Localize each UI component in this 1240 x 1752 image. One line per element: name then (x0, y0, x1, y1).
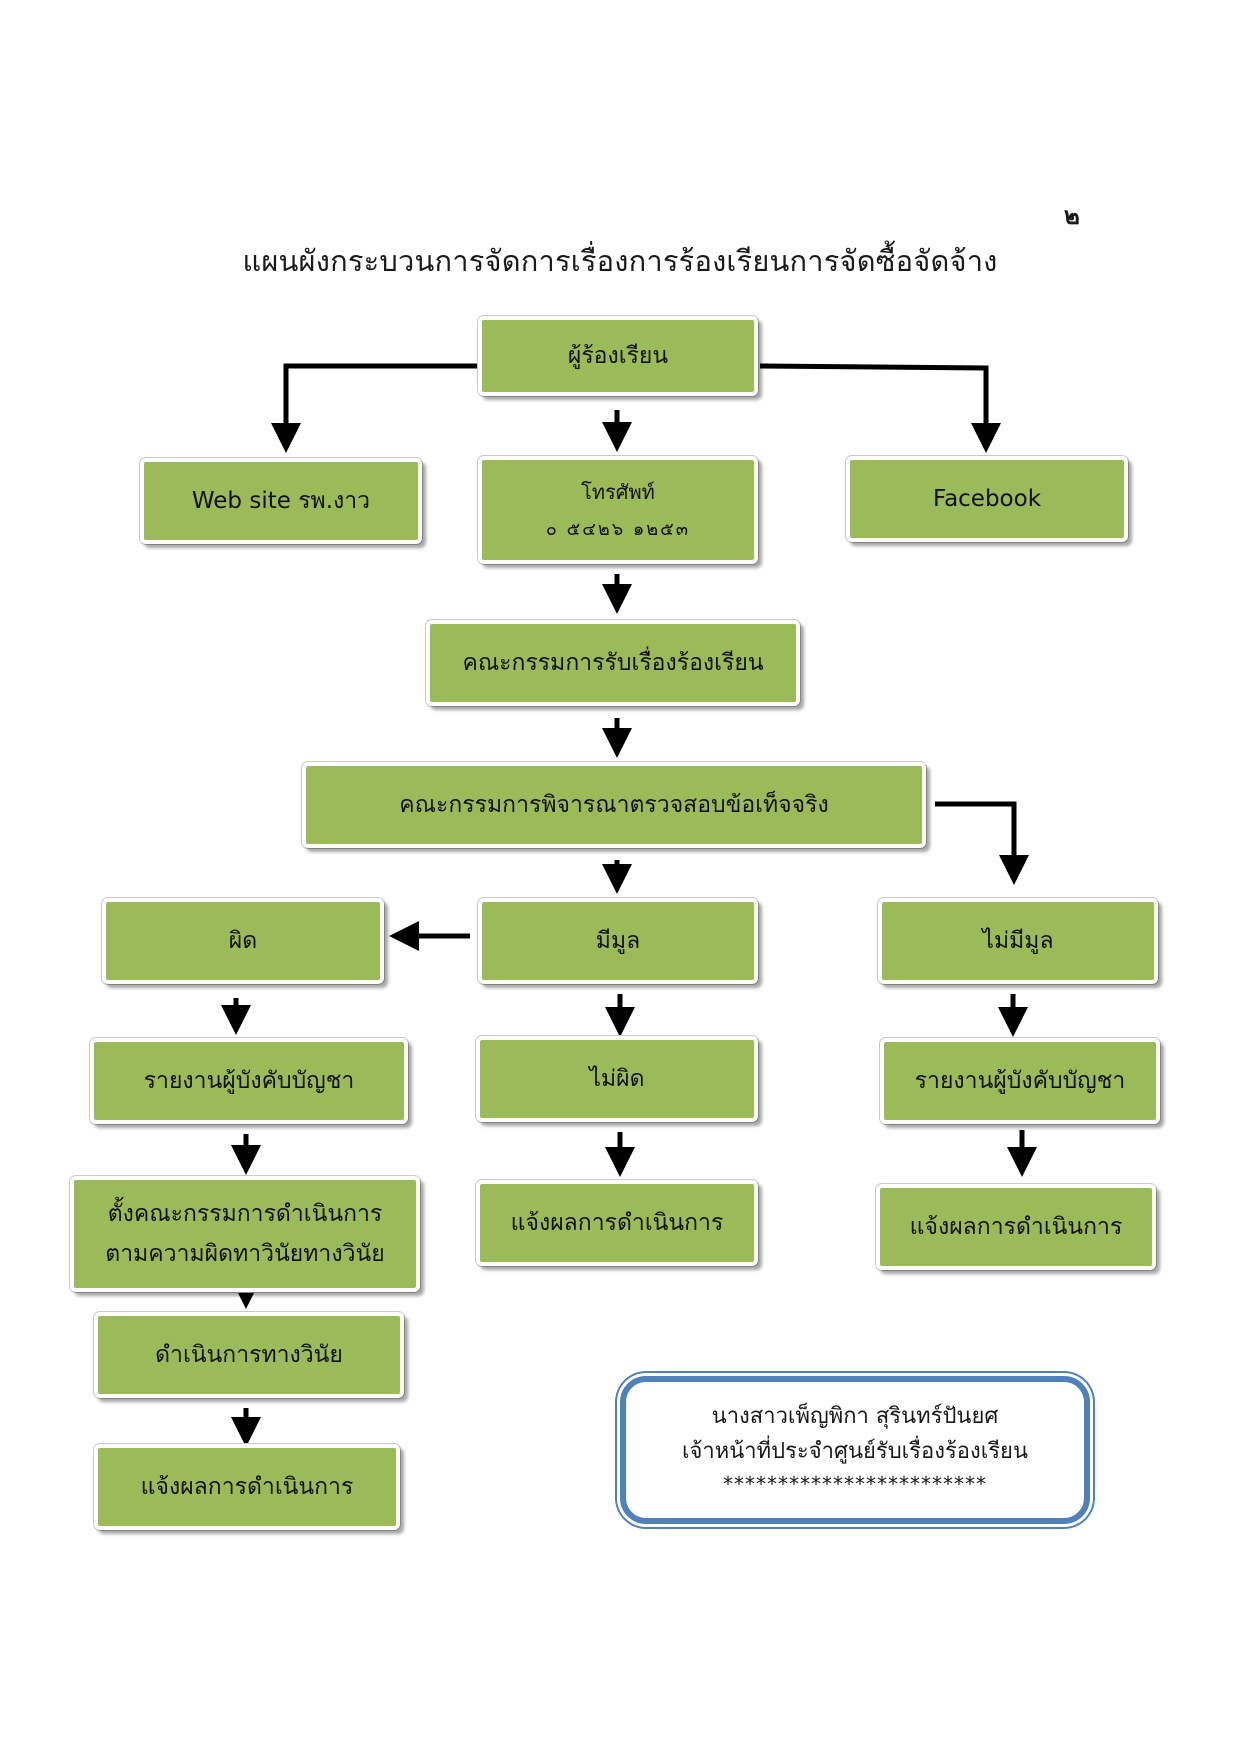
phone-label: โทรศัพท์ (581, 480, 655, 504)
arrow-to-no-basis (935, 801, 1029, 885)
report-left-box: รายงานผู้บังคับบัญชา (90, 1038, 408, 1124)
disciplinary-action-box: ดำเนินการทางวินัย (94, 1312, 404, 1398)
wrong-box: ผิด (102, 898, 384, 984)
notify-middle-label: แจ้งผลการดำเนินการ (510, 1209, 724, 1236)
complainant-label: ผู้ร้องเรียน (567, 342, 669, 369)
notify-left-label: แจ้งผลการดำเนินการ (140, 1473, 354, 1500)
arrow-to-website (271, 363, 478, 453)
contact-note: นางสาวเพ็ญพิกา สุรินทร์ปันยศ เจ้าหน้าที่… (620, 1376, 1090, 1524)
facebook-label: Facebook (932, 485, 1042, 512)
page-number: ๒ (1064, 202, 1080, 230)
website-box: Web site รพ.งาว (140, 458, 422, 544)
website-label: Web site รพ.งาว (191, 487, 371, 514)
discipline-committee-line1: ตั้งคณะกรรมการดำเนินการ (107, 1200, 383, 1227)
notify-right-box: แจ้งผลการดำเนินการ (876, 1184, 1156, 1270)
notify-middle-box: แจ้งผลการดำเนินการ (476, 1180, 758, 1266)
notify-right-label: แจ้งผลการดำเนินการ (909, 1213, 1123, 1240)
contact-name: นางสาวเพ็ญพิกา สุรินทร์ปันยศ (711, 1404, 999, 1430)
no-basis-box: ไม่มีมูล (878, 898, 1158, 984)
notify-left-box: แจ้งผลการดำเนินการ (94, 1444, 400, 1530)
discipline-committee-line2: ตามความผิดทาวินัยทางวินัย (105, 1241, 385, 1267)
receive-committee-label: คณะกรรมการรับเรื่องร้องเรียน (462, 649, 764, 676)
investigate-committee-label: คณะกรรมการพิจารณาตรวจสอบข้อเท็จจริง (399, 791, 829, 818)
not-wrong-label: ไม่ผิด (589, 1065, 645, 1092)
facebook-box: Facebook (846, 456, 1128, 542)
has-basis-box: มีมูล (478, 898, 758, 984)
not-wrong-box: ไม่ผิด (476, 1036, 758, 1122)
has-basis-label: มีมูล (595, 927, 641, 954)
no-basis-label: ไม่มีมูล (982, 927, 1054, 954)
report-right-label: รายงานผู้บังคับบัญชา (914, 1067, 1126, 1094)
investigate-committee-box: คณะกรรมการพิจารณาตรวจสอบข้อเท็จจริง (302, 762, 926, 848)
phone-box: โทรศัพท์ ๐ ๕๔๒๖ ๑๒๕๓ (478, 456, 758, 564)
contact-stars: ************************ (723, 1471, 987, 1496)
diagram-title: แผนผังกระบวนการจัดการเรื่องการร้องเรียนก… (242, 244, 998, 278)
contact-position: เจ้าหน้าที่ประจำศูนย์รับเรื่องร้องเรียน (681, 1438, 1028, 1464)
report-left-label: รายงานผู้บังคับบัญชา (143, 1067, 355, 1094)
complainant-box: ผู้ร้องเรียน (478, 316, 758, 396)
report-right-box: รายงานผู้บังคับบัญชา (880, 1038, 1160, 1124)
receive-committee-box: คณะกรรมการรับเรื่องร้องเรียน (426, 620, 800, 706)
disciplinary-action-label: ดำเนินการทางวินัย (155, 1341, 343, 1368)
wrong-label: ผิด (228, 927, 258, 954)
discipline-committee-box: ตั้งคณะกรรมการดำเนินการ ตามความผิดทาวินั… (70, 1176, 420, 1292)
phone-number: ๐ ๕๔๒๖ ๑๒๕๓ (545, 519, 691, 540)
arrow-to-facebook (759, 363, 1001, 453)
